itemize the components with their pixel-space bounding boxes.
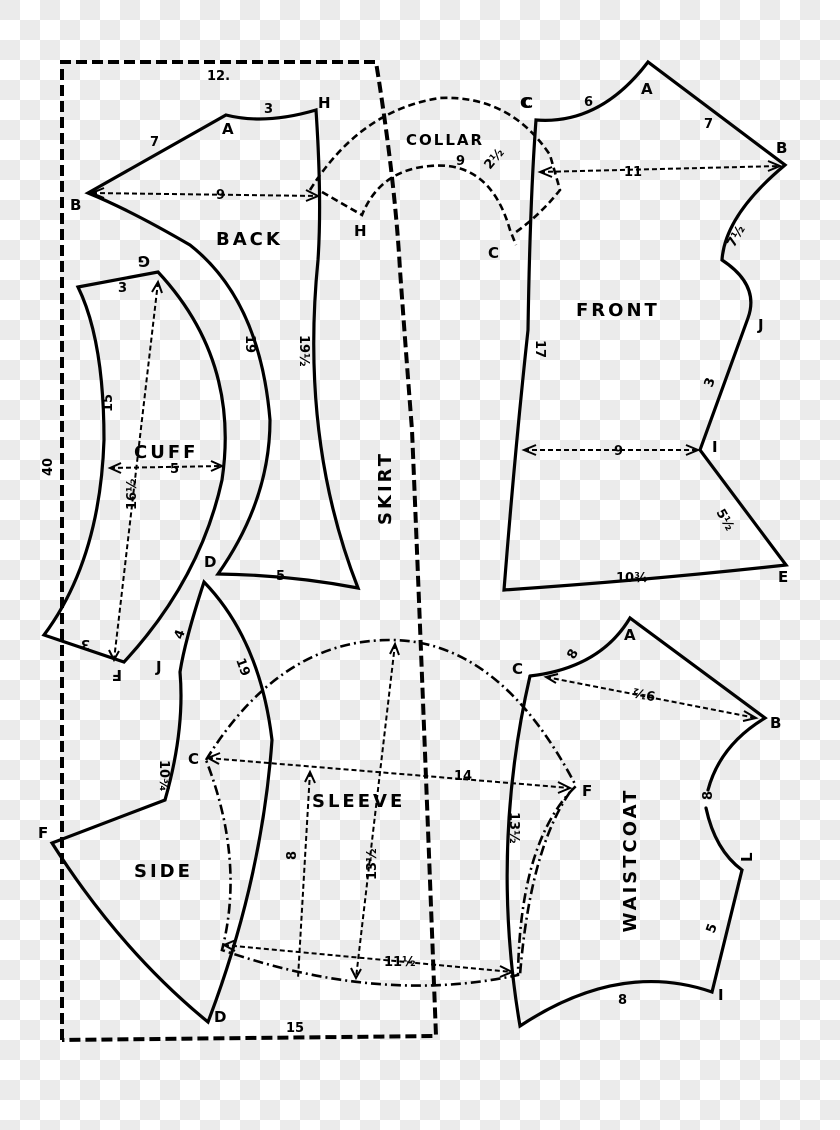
front-measure-ca: 6 [584,95,593,110]
waistcoat-piece: WAISTCOAT C A B L I 8 9½ 8 5 8 [505,615,781,1029]
back-measure-center: 19½ [296,335,311,367]
side-point-f: F [38,824,48,842]
cuff-measure-bottom: 3 [81,636,90,651]
back-measure-hem: 5 [276,569,285,584]
cuff-measure-diagonal: 16½ [125,478,140,510]
back-measure-ba: 7 [150,135,159,150]
waistcoat-measure-li: 5 [704,922,721,936]
back-label: BACK [216,229,283,250]
front-measure-waist: 9 [614,444,623,459]
sleeve-measure-length: 13½ [365,848,380,880]
waistcoat-measure-hem: 8 [618,993,627,1008]
collar-label: COLLAR [406,131,484,149]
collar-piece: COLLAR H C C 9 2½ [308,94,562,262]
side-point-d-bottom: D [214,1008,226,1026]
back-point-h: H [318,94,331,112]
waistcoat-measure-ca: 8 [564,647,582,662]
cuff-label: CUFF [134,442,198,463]
back-measure-ah: 3 [264,102,273,117]
side-measure-top: 4 [172,628,189,642]
front-point-e: E [778,568,788,586]
front-measure-center: 17 [532,340,547,358]
collar-point-c-top: C [520,94,531,112]
front-point-a: A [641,80,653,98]
sleeve-measure-width: 14 [454,769,472,784]
cuff-point-f: F [112,666,122,684]
side-point-d-top: D [204,553,216,571]
sleeve-point-f: F [582,782,592,800]
waistcoat-measure-cb: 9½ [632,684,657,703]
side-point-c: C [188,750,199,768]
sleeve-label: SLEEVE [312,791,405,812]
front-measure-armhole: 7½ [724,223,748,250]
front-measure-ab: 7 [704,117,713,132]
sleeve-measure-elbow: 8 [285,851,300,860]
skirt-left-measure: 40 [41,458,56,476]
back-measure-side: 19 [242,335,257,353]
cuff-piece: CUFF G F 3 3 15 16½ 5 [41,252,227,684]
cuff-measure-top: 3 [118,281,127,296]
side-point-j: J [155,658,162,676]
collar-point-c-bottom: C [488,244,499,262]
waistcoat-measure-armhole: 8 [701,791,716,800]
front-point-c: C [522,94,533,112]
sleeve-piece: SLEEVE F 14 8 13½ 11½ 13½ [204,638,592,987]
collar-measure-depth: 2½ [482,146,508,173]
skirt-top-measure: 12. [207,69,230,84]
cuff-point-g: G [138,252,150,270]
sleeve-measure-wrist: 11½ [384,955,416,970]
back-point-b: B [70,196,81,214]
cuff-measure-inner: 15 [101,394,116,412]
side-label: SIDE [134,861,193,882]
waistcoat-label: WAISTCOAT [620,788,641,933]
front-point-j: J [757,316,764,334]
front-point-b: B [776,139,787,157]
front-label: FRONT [576,300,660,321]
back-measure-width: 9 [216,188,225,203]
waistcoat-point-l: L [738,852,756,862]
back-piece: BACK A B H 7 3 9 19½ 19 5 [70,94,361,591]
waistcoat-point-c: C [512,660,523,678]
skirt-label: SKIRT [375,451,396,525]
waistcoat-point-i: I [718,986,724,1004]
waistcoat-point-a: A [624,626,636,644]
collar-measure-length: 9 [456,154,465,169]
back-point-a: A [222,120,234,138]
side-measure-jc: 10¾ [156,760,171,792]
skirt-bottom-measure: 15 [286,1021,304,1036]
side-measure-curve: 19 [232,656,252,678]
front-measure-ji: 3 [702,376,719,390]
waistcoat-point-b: B [770,714,781,732]
front-measure-ie: 5½ [713,507,737,534]
front-piece: FRONT C A B J I E 6 7 11 7½ 3 9 5½ 10¾ 1… [502,59,789,592]
front-measure-hem: 10¾ [616,571,648,586]
cuff-measure-width: 5 [170,462,179,477]
collar-point-h: H [354,222,367,240]
front-measure-width-top: 11 [624,165,642,180]
skirt-frame: 12. 40 15 SKIRT [41,60,439,1042]
front-point-i: I [712,438,718,456]
